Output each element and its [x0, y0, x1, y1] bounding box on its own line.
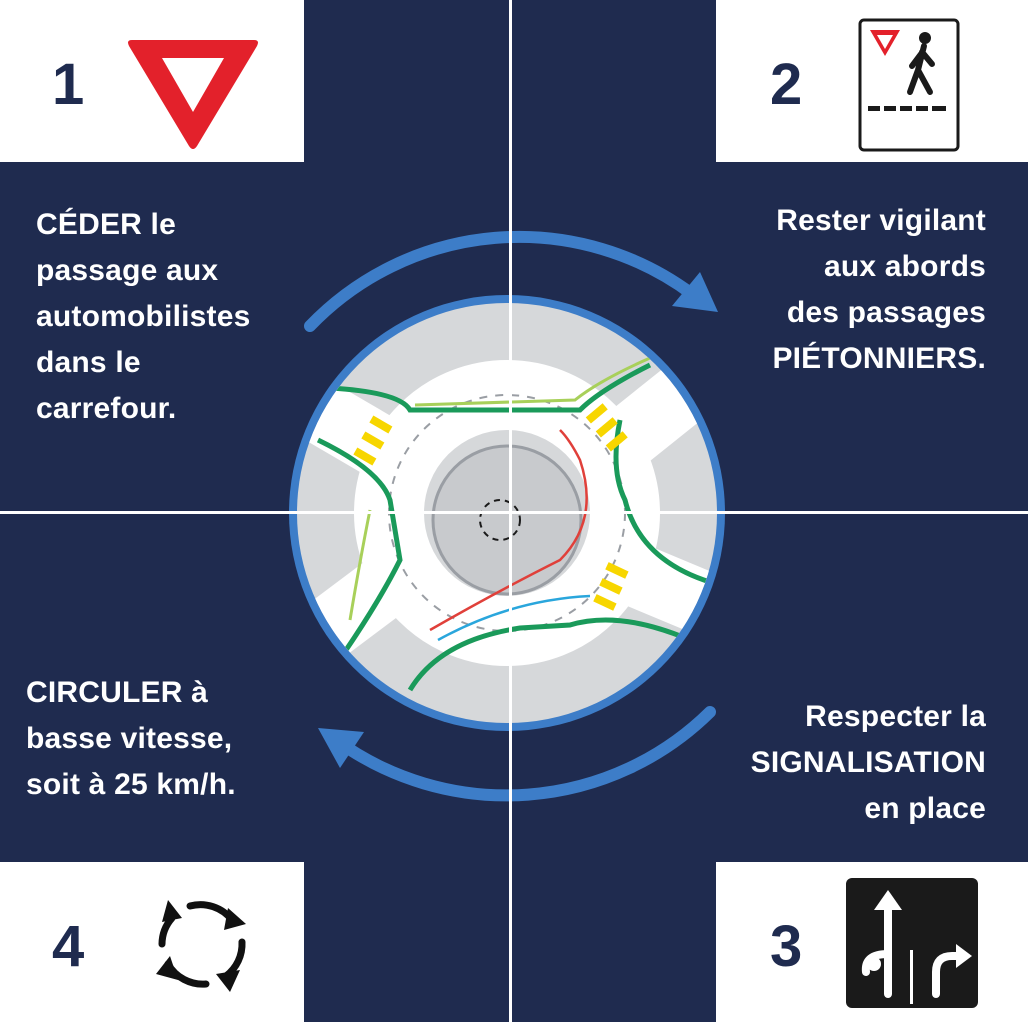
step-number-1: 1 — [52, 52, 85, 117]
arrow-top-head — [672, 272, 718, 312]
horizontal-divider — [0, 511, 1028, 514]
arrow-bottom-arc — [330, 706, 716, 802]
roundabout-arrows-icon — [156, 900, 246, 992]
arrow-bottom-head — [318, 728, 364, 768]
panel-step-4: 4 — [0, 862, 304, 1022]
panel-step-3: 3 — [716, 862, 1028, 1022]
step-3-text: Respecter la SIGNALISATION en place — [750, 700, 986, 825]
pedestrian-crossing-sign-icon — [858, 18, 960, 152]
step-number-4: 4 — [52, 914, 85, 979]
lane-direction-sign-icon — [846, 878, 978, 1008]
arrow-top-arc — [304, 230, 698, 332]
step-number-3: 3 — [770, 914, 803, 979]
yield-sign-icon — [128, 40, 258, 149]
step-2-text: Rester vigilant aux abords des passages … — [772, 204, 986, 375]
panel-step-1: 1 — [0, 0, 304, 162]
step-1-text: CÉDER le passage aux automobilistes dans… — [36, 208, 251, 425]
step-number-2: 2 — [770, 52, 803, 117]
step-4-text: CIRCULER à basse vitesse, soit à 25 km/h… — [26, 676, 236, 801]
panel-step-2: 2 — [716, 0, 1028, 162]
